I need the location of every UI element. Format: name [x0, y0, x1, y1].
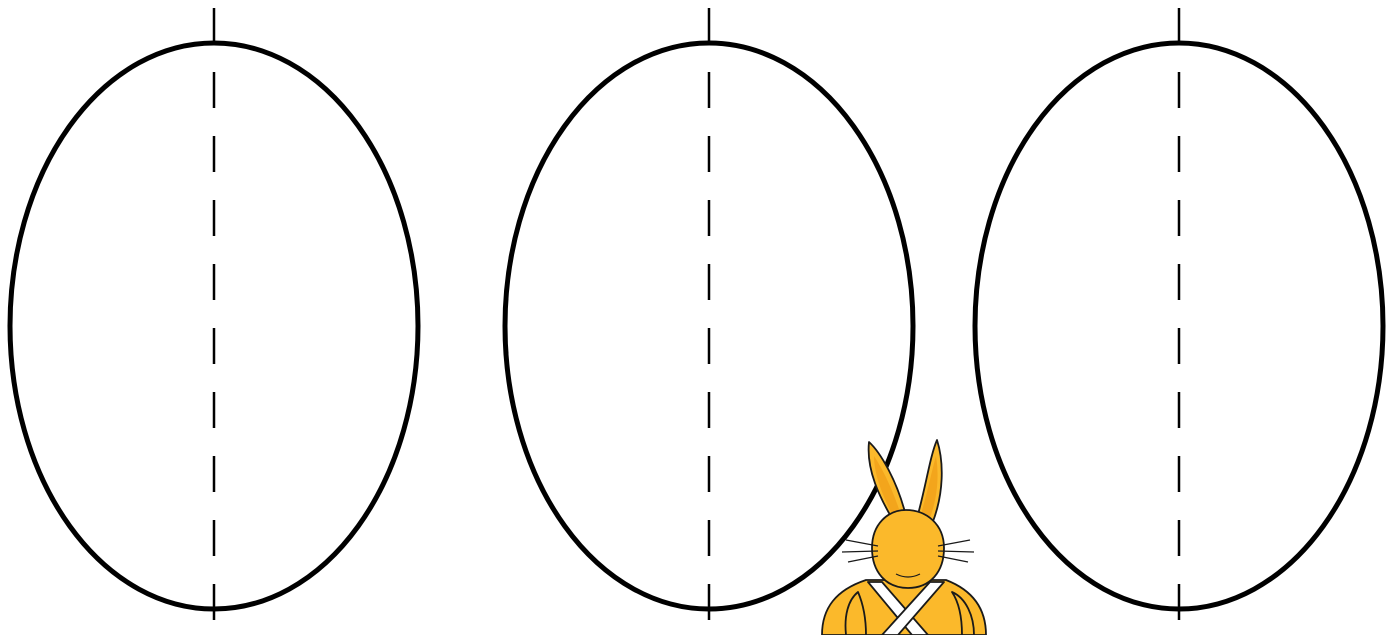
- rabbit-head: [872, 510, 944, 588]
- egg-left: [10, 8, 418, 635]
- egg-right: [975, 8, 1383, 635]
